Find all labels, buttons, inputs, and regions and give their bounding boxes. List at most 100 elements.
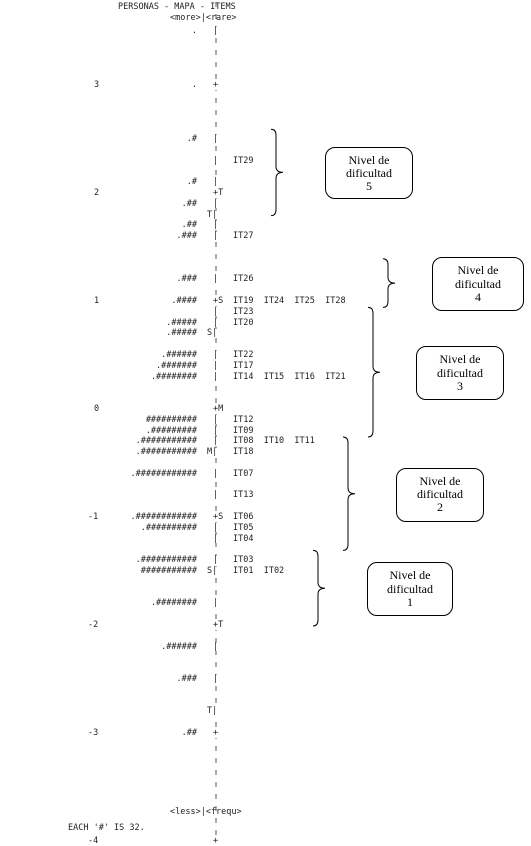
axis-marker: | (213, 641, 219, 652)
person-histogram: .########### (135, 555, 197, 566)
axis-marker: M| (207, 447, 218, 458)
axis-marker: | (213, 26, 219, 36)
axis-marker: | (213, 350, 219, 360)
item-label: IT09 (233, 425, 254, 436)
axis-marker: | (213, 134, 219, 144)
person-histogram: .###### (161, 641, 197, 652)
person-histogram: .# (186, 134, 197, 144)
item-label: IT05 (233, 522, 254, 533)
level-box-text: dificultad (455, 276, 501, 291)
axis-marker: | (213, 674, 219, 684)
item-label: IT23 (233, 306, 254, 317)
axis-marker: + (213, 80, 219, 90)
level-box-text: Nivel de (439, 352, 481, 367)
axis-marker: | (213, 306, 219, 317)
person-histogram: ########## (145, 414, 197, 425)
level-brace (367, 306, 381, 438)
level-box-text: Nivel de (419, 473, 461, 488)
y-tick-label: -3 (88, 728, 99, 738)
item-label: IT07 (233, 468, 254, 479)
axis-marker: S| (207, 566, 218, 576)
y-tick-label: -1 (88, 512, 99, 522)
person-histogram: .######## (150, 371, 197, 382)
y-tick-label: 3 (94, 80, 100, 90)
axis-marker: | (213, 198, 219, 209)
item-label: IT17 (233, 360, 254, 371)
item-label: IT04 (233, 533, 254, 544)
person-histogram: .##### (166, 328, 197, 339)
axis-marker: | (213, 598, 219, 609)
level-box-text: Nivel de (348, 152, 390, 167)
axis-marker: | (213, 274, 219, 285)
item-label: IT01 IT02 (233, 566, 285, 576)
person-histogram: .## (181, 728, 197, 738)
person-histogram: .# (186, 177, 197, 188)
level-box-text: Nivel de (389, 568, 431, 583)
item-label: IT20 (233, 317, 254, 328)
person-histogram: .###### (161, 350, 197, 360)
level-box-text: dificultad (437, 365, 483, 380)
level-box-text: 5 (366, 178, 372, 193)
person-histogram: .## (181, 198, 197, 209)
map-title: PERSONAS - MAPA - ITEMS (118, 2, 236, 12)
level-box-text: 1 (407, 594, 413, 609)
axis-marker: S| (207, 328, 218, 339)
axis-marker: +T (213, 188, 224, 198)
item-label: IT18 (233, 447, 254, 458)
person-histogram: .##### (166, 317, 197, 328)
level-brace (270, 128, 284, 217)
item-label: IT22 (233, 350, 254, 360)
footnote: EACH '#' IS 32. (68, 823, 145, 833)
level-box-text: 4 (475, 289, 481, 304)
y-tick-label: -4 (88, 836, 99, 846)
y-tick-label: -2 (88, 620, 99, 630)
item-label: IT08 IT10 IT11 (233, 436, 315, 447)
item-label: IT14 IT15 IT16 IT21 (233, 371, 346, 382)
axis-marker: | (213, 555, 219, 566)
y-tick-label: 1 (94, 296, 100, 306)
level-box-text: 2 (437, 500, 443, 515)
level-box-text: dificultad (417, 487, 463, 502)
axis-marker: | (213, 371, 219, 382)
person-histogram: .### (176, 274, 197, 285)
person-histogram: .######### (145, 425, 197, 436)
axis-marker: | (213, 533, 219, 544)
axis-marker: +S (213, 296, 224, 306)
item-label: IT12 (233, 414, 254, 425)
axis-marker: +M (213, 404, 224, 414)
axis-marker: | (213, 220, 219, 231)
level-box-text: Nivel de (457, 263, 499, 278)
axis-marker: + (213, 836, 219, 846)
axis-marker: T| (207, 706, 218, 717)
person-histogram: .########### (135, 447, 197, 458)
axis-marker: | (213, 155, 219, 166)
axis-marker: | (213, 522, 219, 533)
person-histogram: .## (181, 220, 197, 231)
top-label: <more>|<rare> (170, 13, 237, 23)
item-label: IT27 (233, 231, 254, 242)
person-histogram: .####### (156, 360, 197, 371)
level-brace (382, 258, 396, 308)
person-histogram: ########### (140, 566, 197, 576)
axis-marker: | (213, 231, 219, 242)
level-brace (342, 436, 356, 551)
level-box-text: 3 (457, 378, 463, 393)
person-histogram: .#### (171, 296, 197, 306)
axis-marker: | (213, 177, 219, 188)
level-box-text: dificultad (346, 165, 392, 180)
axis-marker: | (213, 317, 219, 328)
person-histogram: . (191, 26, 197, 36)
bottom-label: <less>|<frequ> (170, 807, 242, 817)
person-histogram: . (191, 80, 197, 90)
person-histogram: .### (176, 231, 197, 242)
axis-marker: | (213, 490, 219, 501)
axis-marker: + (213, 728, 219, 738)
axis-marker: | (213, 360, 219, 371)
item-label: IT19 IT24 IT25 IT28 (233, 296, 346, 306)
person-histogram: .############ (130, 512, 197, 522)
